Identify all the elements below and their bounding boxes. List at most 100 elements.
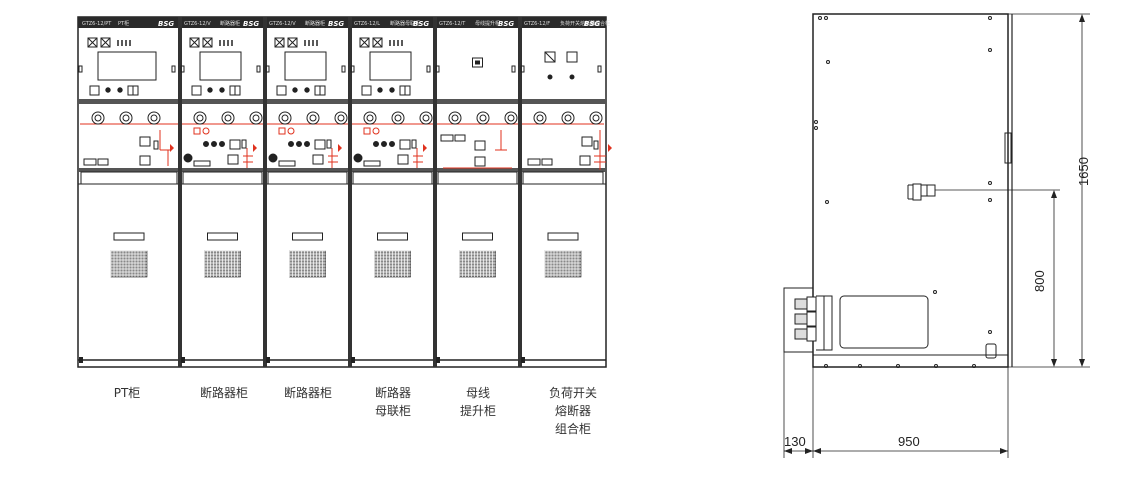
button-icon — [117, 87, 123, 93]
socket-icon — [139, 136, 151, 147]
bolt-icon — [934, 364, 938, 368]
cable-box — [839, 295, 929, 349]
knob-inner — [479, 114, 487, 122]
brand-logo-text: BSG — [584, 20, 600, 28]
socket-icon — [314, 139, 326, 150]
knob-inner — [224, 114, 232, 122]
knob-icon — [221, 111, 235, 125]
foot — [351, 357, 355, 363]
brand-logo-text: BSG — [158, 20, 174, 28]
bolt-icon — [988, 48, 992, 52]
handle-icon — [219, 141, 225, 147]
cabinet-header-code: GTZ6-12/PT — [82, 21, 112, 27]
meter-diag — [287, 37, 298, 48]
label-tag — [411, 139, 417, 149]
knob-inner — [422, 114, 430, 122]
label-line: 熔断器 — [554, 404, 591, 418]
mechanism-icon — [183, 153, 193, 163]
screen — [199, 51, 242, 81]
dim-depth: 950 — [898, 434, 920, 449]
socket-icon — [579, 155, 591, 166]
screen — [97, 51, 157, 81]
handle-icon — [373, 141, 379, 147]
knob-inner — [150, 114, 158, 122]
knob-icon — [278, 111, 292, 125]
knob-icon — [504, 111, 518, 125]
cabinet-header-code: GTZ6-12/L — [354, 21, 380, 27]
dim-arrow — [1079, 359, 1085, 367]
cabinet-header-name: 断路器柜 — [220, 20, 240, 27]
brand-logo-text: BSG — [328, 20, 344, 28]
cabinet-separator — [178, 17, 182, 367]
header-band — [78, 17, 606, 28]
bolt-icon — [814, 126, 818, 130]
indicator-icon — [278, 127, 286, 135]
bolt-icon — [858, 364, 862, 368]
knob-icon — [249, 111, 263, 125]
meter-diag — [87, 37, 98, 48]
label-line: 提升柜 — [459, 404, 496, 418]
cabinet-header-code: GTZ6-12/F — [524, 21, 550, 27]
socket-icon — [474, 140, 486, 151]
foot — [181, 357, 185, 363]
brand-logo-text: BSG — [498, 20, 514, 28]
button-icon — [219, 87, 225, 93]
cabinet-header-code: GTZ6-12/V — [184, 21, 211, 27]
side-clip — [350, 65, 355, 73]
cabinet-separator — [263, 17, 267, 367]
dim-arrow — [784, 448, 792, 454]
door-top-panel — [352, 171, 433, 185]
meter-diag — [372, 37, 383, 48]
knob-icon — [419, 111, 433, 125]
bolt-icon — [988, 16, 992, 20]
side-rear-block — [1004, 132, 1012, 164]
door-handle — [292, 232, 323, 241]
cabinet-header-code: GTZ6-12/T — [439, 21, 466, 27]
mid-band-2 — [78, 168, 606, 172]
side-clip — [265, 65, 270, 73]
counter-icon — [440, 134, 454, 142]
label-line: 断路器 — [374, 386, 411, 400]
dim-arrow — [1000, 448, 1008, 454]
knob-inner — [366, 114, 374, 122]
meter-icon — [359, 37, 370, 48]
side-clip — [511, 65, 516, 73]
bolt-icon — [988, 198, 992, 202]
meter-icon — [87, 37, 98, 48]
dim-arrow — [1079, 14, 1085, 22]
knob-inner — [122, 114, 130, 122]
side-clip — [520, 65, 525, 73]
side-clip — [256, 65, 261, 73]
meter-icon — [287, 37, 298, 48]
bolt-icon — [972, 364, 976, 368]
knob-inner — [507, 114, 515, 122]
meter-icon — [202, 37, 213, 48]
knob-icon — [306, 111, 320, 125]
counter-icon — [527, 158, 541, 166]
knob-inner — [394, 114, 402, 122]
label-line: 组合柜 — [554, 422, 591, 436]
cabinet-label-breaker2: 断路器柜 — [268, 384, 348, 402]
mechanism-icon — [353, 153, 363, 163]
counter-icon — [454, 134, 466, 142]
knob-inner — [564, 114, 572, 122]
bushing — [926, 184, 936, 197]
dim-total-height: 1650 — [1076, 157, 1091, 186]
counter-icon — [193, 160, 211, 167]
counter-icon — [541, 158, 553, 166]
red-arrow — [608, 144, 612, 152]
meter-diag — [544, 51, 556, 63]
knob-icon — [476, 111, 490, 125]
meter-box — [544, 51, 556, 63]
handle-icon — [288, 141, 294, 147]
button-icon — [304, 87, 310, 93]
meter-diag — [202, 37, 213, 48]
foot — [79, 357, 83, 363]
knob-inner — [451, 114, 459, 122]
bolt-icon — [988, 330, 992, 334]
counter-icon — [97, 158, 109, 166]
cabinet-separator — [348, 17, 352, 367]
screen — [284, 51, 327, 81]
counter-icon — [278, 160, 296, 167]
